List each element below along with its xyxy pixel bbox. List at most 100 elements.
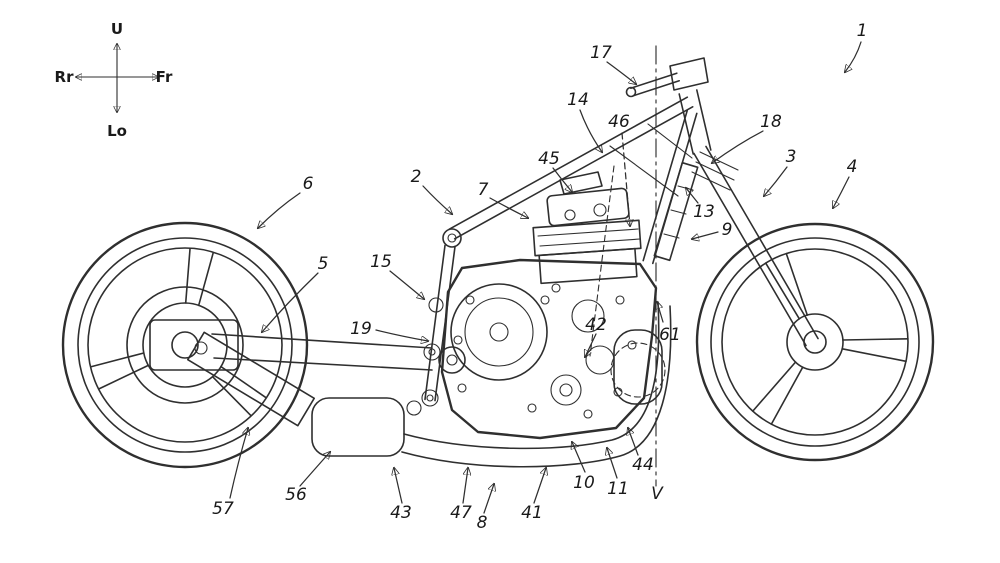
ref-label-v: V — [651, 484, 664, 504]
front-spoke — [841, 347, 907, 363]
main-beam-upper — [448, 96, 689, 230]
main-frame — [406, 96, 698, 416]
ref-label-9: 9 — [722, 220, 733, 240]
leader-3 — [764, 166, 788, 196]
ref-label-57: 57 — [212, 499, 234, 519]
rear-spoke — [211, 375, 252, 417]
frame-brace — [647, 123, 693, 159]
ref-label-11: 11 — [607, 479, 629, 499]
bolt — [583, 409, 593, 419]
frame-pivot — [421, 389, 439, 407]
rear-rim — [87, 247, 283, 443]
bolt — [559, 383, 573, 397]
clutch-circle — [571, 299, 605, 333]
rear-spoke — [220, 365, 267, 399]
ref-label-42: 42 — [585, 315, 607, 335]
frame-pivot — [428, 297, 444, 313]
swingarm-upper-tube — [211, 333, 433, 349]
carburetor-body — [546, 187, 630, 227]
rear-hub — [142, 302, 228, 388]
handlebar-grip-end — [625, 86, 637, 98]
compass-front-label: Fr — [156, 68, 173, 86]
frame-pivot-bolt — [426, 394, 434, 402]
front-tire-outer — [695, 222, 935, 462]
rear-spoke — [98, 364, 150, 390]
intake-hidden-line — [589, 165, 615, 357]
leader-18 — [712, 130, 764, 163]
frame-pivot — [406, 400, 422, 416]
leader-lines — [229, 41, 862, 514]
leader-6 — [258, 192, 301, 228]
leader-41 — [533, 468, 546, 504]
bolt — [527, 403, 537, 413]
bolt — [457, 383, 467, 393]
canister-body — [613, 329, 663, 405]
compass-up-label: U — [111, 20, 123, 38]
steering-head-front — [678, 93, 695, 155]
ref-label-5: 5 — [318, 254, 329, 274]
ref-label-3: 3 — [786, 147, 797, 167]
compass-rear-label: Rr — [55, 68, 75, 86]
ref-label-1: 1 — [857, 21, 868, 41]
swingarm-lower-tube — [213, 357, 433, 371]
front-sprocket-center — [446, 354, 458, 366]
rear-hub-flange — [126, 286, 244, 404]
ref-label-19: 19 — [350, 319, 372, 339]
front-spoke — [764, 262, 801, 320]
front-fork — [625, 57, 819, 347]
ref-label-18: 18 — [760, 112, 782, 132]
leader-8 — [483, 484, 494, 514]
ref-label-10: 10 — [573, 473, 595, 493]
leader-42 — [585, 333, 597, 357]
damper-detail — [663, 233, 680, 239]
fork-tube-rear — [705, 145, 819, 340]
fork-tube-front — [693, 152, 807, 347]
leader-57 — [229, 428, 248, 499]
intake-funnel — [559, 171, 603, 195]
ref-label-14: 14 — [567, 90, 589, 110]
leader-1 — [845, 41, 862, 72]
front-spoke — [751, 361, 797, 412]
rear-spoke — [184, 248, 191, 304]
leader-15 — [389, 270, 424, 299]
leader-10 — [572, 442, 586, 473]
steering-head-rear — [695, 89, 712, 151]
front-spoke — [785, 252, 809, 316]
ref-label-43: 43 — [390, 503, 412, 523]
bolt — [615, 295, 625, 305]
frame-pivot — [423, 343, 441, 361]
ref-label-15: 15 — [370, 252, 392, 272]
down-tube-front — [424, 244, 446, 401]
shock-mount-eye — [194, 341, 208, 355]
leader-19 — [375, 329, 428, 341]
rear-wheel — [61, 221, 309, 469]
leader-61 — [657, 302, 664, 323]
ref-label-13: 13 — [693, 202, 715, 222]
under-tube-lower — [401, 305, 672, 468]
front-sprocket — [438, 346, 466, 374]
fork-brace — [695, 161, 735, 181]
underbody-frame — [401, 301, 672, 468]
front-rim — [721, 248, 909, 436]
clutch-circle — [550, 374, 582, 406]
ref-label-8: 8 — [477, 513, 488, 533]
ref-label-46: 46 — [608, 112, 630, 132]
ref-label-61: 61 — [659, 325, 681, 345]
leader-45 — [552, 167, 572, 192]
rear-shock — [187, 331, 316, 427]
bolt — [551, 283, 561, 293]
frame-pivot-bolt — [428, 348, 436, 356]
down-tube-rear — [434, 245, 456, 402]
leader-43 — [394, 468, 403, 504]
head-fin — [539, 238, 641, 247]
swingarm — [211, 333, 433, 371]
bolt — [453, 335, 463, 345]
ref-label-44: 44 — [632, 455, 654, 475]
ref-label-17: 17 — [590, 43, 612, 63]
canister-hidden-circle — [610, 342, 666, 398]
front-spoke — [842, 337, 909, 341]
ref-label-56: 56 — [285, 485, 307, 505]
orientation-compass: U Lo Fr Rr — [55, 20, 173, 140]
leader-17 — [606, 61, 636, 84]
bolt — [627, 340, 637, 350]
